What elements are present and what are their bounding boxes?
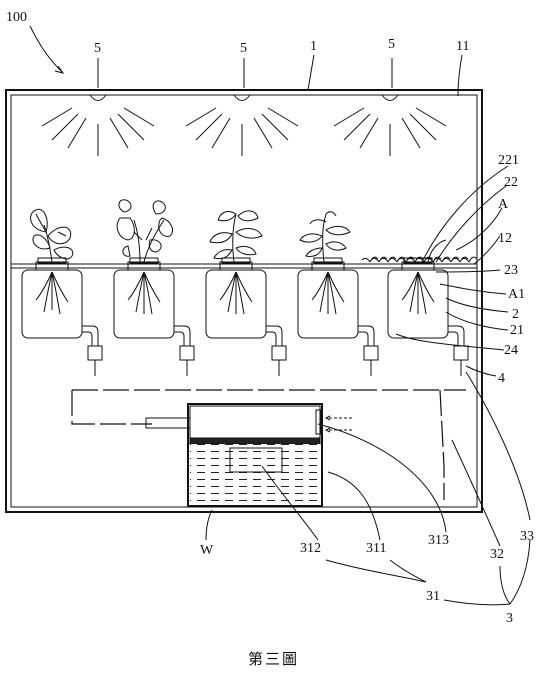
roots xyxy=(35,271,435,315)
label-31: 31 xyxy=(426,589,440,604)
nozzle-1 xyxy=(87,345,103,361)
label-221: 221 xyxy=(498,153,519,168)
drain-pipe-5 xyxy=(448,325,469,376)
drain-pipe-3 xyxy=(266,325,287,376)
label-lamp-middle: 5 xyxy=(240,41,247,56)
label-a1: A1 xyxy=(508,287,525,302)
lamp-left xyxy=(41,94,155,156)
label-housing: 1 xyxy=(310,39,317,54)
water-tank xyxy=(145,403,352,507)
drain-pipe-2 xyxy=(174,325,195,376)
label-2: 2 xyxy=(512,307,519,322)
label-23: 23 xyxy=(504,263,518,278)
label-lamp-right: 5 xyxy=(388,37,395,52)
strawberry-plant xyxy=(116,199,173,263)
container-4 xyxy=(297,257,359,339)
inlet-pipe xyxy=(145,417,191,429)
leafy-plant xyxy=(30,208,74,263)
label-313: 313 xyxy=(428,533,449,548)
label-312: 312 xyxy=(300,541,321,556)
filter-screen xyxy=(315,409,322,435)
lamp-right xyxy=(333,94,447,156)
label-3: 3 xyxy=(506,611,513,626)
figure-caption: 第三圖 xyxy=(248,650,299,668)
label-lamp-left: 5 xyxy=(94,41,101,56)
label-311: 311 xyxy=(366,541,386,556)
nozzle-2 xyxy=(179,345,195,361)
label-21: 21 xyxy=(510,323,524,338)
label-24: 24 xyxy=(504,343,518,358)
nozzle-3 xyxy=(271,345,287,361)
label-22: 22 xyxy=(504,175,518,190)
label-4: 4 xyxy=(498,371,505,386)
nozzle-4 xyxy=(363,345,379,361)
sprout-plant xyxy=(299,211,351,263)
label-a: A xyxy=(498,197,509,212)
pump xyxy=(229,447,283,473)
label-chamber: 11 xyxy=(456,39,469,54)
drain-pipe-1 xyxy=(82,325,103,376)
leader-lines xyxy=(29,25,531,606)
drain-pipes xyxy=(82,325,469,376)
label-32: 32 xyxy=(490,547,504,562)
shelf xyxy=(11,263,477,269)
label-33: 33 xyxy=(520,529,534,544)
lamp-middle xyxy=(185,94,299,156)
label-water: W xyxy=(200,543,214,558)
container-3 xyxy=(205,257,267,339)
vine-plant xyxy=(209,210,263,263)
piping-network xyxy=(71,389,466,500)
label-system: 100 xyxy=(6,10,27,25)
drain-pipe-4 xyxy=(358,325,379,376)
label-shelf: 12 xyxy=(498,231,512,246)
seedlings xyxy=(361,239,478,263)
reference-labels: 100 5 5 5 1 11 221 22 A 12 23 A1 2 21 24… xyxy=(6,10,534,626)
nozzle-5 xyxy=(453,345,469,361)
